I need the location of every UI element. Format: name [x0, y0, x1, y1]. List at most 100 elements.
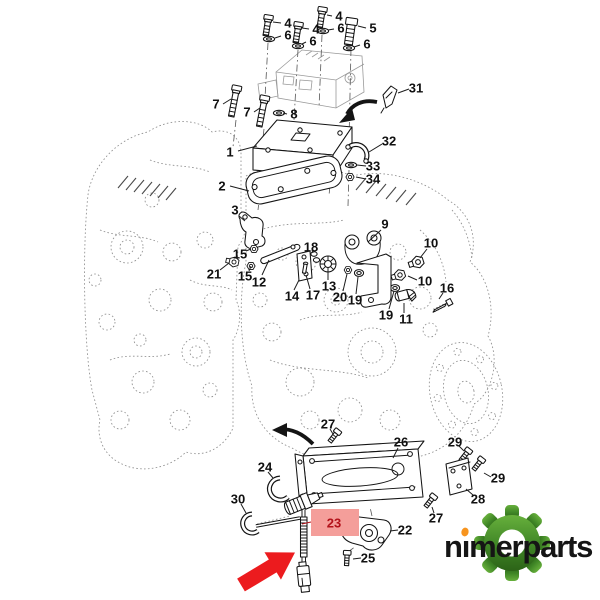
callout-19: 19 [379, 308, 393, 323]
leader-line-16 [438, 292, 444, 300]
leader-line-2 [229, 185, 250, 192]
logo-text: nımerparts [444, 529, 592, 564]
logo-i-dot [461, 527, 469, 537]
callout-8: 8 [290, 107, 297, 122]
callout-4: 4 [312, 22, 320, 37]
curved-arrow-top-icon [339, 99, 378, 123]
part-clamp-32 [345, 142, 370, 164]
callout-15: 15 [233, 247, 247, 262]
callout-21: 21 [207, 267, 221, 282]
callout-4: 4 [284, 16, 292, 31]
callout-9: 9 [381, 217, 388, 232]
part-nut-34 [345, 172, 355, 182]
callout-7: 7 [212, 97, 219, 112]
callout-7: 7 [243, 105, 250, 120]
hatch-band-center [355, 177, 417, 206]
leader-line-20 [342, 273, 348, 292]
callout-1: 1 [226, 145, 233, 160]
leader-line-6 [274, 35, 282, 39]
leader-line-28 [465, 488, 474, 496]
leader-line-26 [392, 447, 399, 459]
part-bolt-7a [225, 84, 243, 118]
leader-line-12 [261, 259, 270, 276]
leader-line-29 [483, 472, 492, 478]
exploded-parts [224, 5, 487, 593]
leader-line-30 [240, 503, 247, 514]
callout-26: 26 [394, 435, 408, 450]
callout-16: 16 [440, 281, 454, 296]
callout-24: 24 [258, 460, 273, 475]
part-bolt-7b [253, 94, 271, 128]
callout-22: 22 [398, 523, 412, 538]
callout-6: 6 [284, 28, 291, 43]
part-bolt-4b [290, 20, 305, 44]
leader-line-8 [282, 112, 288, 115]
callout-6: 6 [309, 34, 316, 49]
leader-line-27 [329, 428, 334, 435]
callout-15: 15 [238, 269, 252, 284]
callout-29: 29 [448, 435, 462, 450]
callout-13: 13 [322, 279, 336, 294]
part-plate-28 [445, 457, 473, 496]
part-plug-10b [389, 267, 407, 284]
callout-34: 34 [366, 172, 381, 187]
part-bolt-27b [422, 492, 439, 510]
leader-line-23 [301, 521, 312, 525]
part-tool-31 [380, 85, 398, 114]
part-washer-6d [342, 44, 356, 52]
callout-10: 10 [418, 274, 432, 289]
leader-line-15 [245, 248, 252, 252]
logo: nımerparts [444, 505, 593, 581]
part-bracket-3 [238, 211, 266, 250]
leader-line-1 [237, 145, 258, 152]
leader-line-6 [327, 28, 335, 31]
leader-line-33 [356, 164, 367, 167]
callout-27: 27 [429, 511, 443, 526]
leader-line-19 [388, 290, 395, 310]
leader-line-4 [272, 21, 282, 24]
leader-line-21 [219, 262, 230, 271]
part-screw-25 [342, 549, 352, 567]
callout-19: 19 [348, 293, 362, 308]
leader-line-34 [355, 176, 367, 180]
part-washer-6a [262, 35, 276, 43]
callout-2: 2 [218, 179, 225, 194]
callout-18: 18 [304, 240, 318, 255]
highlight-box [311, 509, 359, 536]
part-screw-29b [470, 455, 487, 473]
leader-line-19 [355, 276, 359, 295]
callout-6: 6 [337, 21, 344, 36]
part-sensor-23 [283, 492, 324, 593]
part-nut-15a [249, 244, 259, 254]
callout-31: 31 [409, 81, 423, 96]
part-washer-33 [344, 161, 358, 169]
part-elbow-11 [394, 288, 417, 302]
part-bolt-4a [260, 13, 275, 37]
part-bracket-9 [344, 230, 392, 308]
callout-30: 30 [231, 492, 245, 507]
red-arrow-icon [237, 552, 296, 592]
callout-17: 17 [306, 288, 320, 303]
callout-27: 27 [321, 417, 335, 432]
callout-14: 14 [285, 289, 300, 304]
leader-line-24 [267, 471, 274, 479]
part-washer-8 [272, 109, 286, 117]
part-ring-19b [389, 284, 401, 292]
callout-29: 29 [491, 471, 505, 486]
part-washer-6b [291, 42, 305, 50]
callout-25: 25 [361, 551, 375, 566]
transmission-line-art [240, 165, 504, 466]
leader-line-14 [293, 279, 300, 291]
callout-5: 5 [369, 21, 376, 36]
part-clip-24 [267, 475, 290, 503]
leader-line-10 [419, 248, 428, 259]
gear-icon [474, 505, 550, 581]
leader-line-27 [431, 506, 435, 514]
leader-line-4 [301, 27, 310, 30]
callout-6: 6 [363, 37, 370, 52]
callout-28: 28 [471, 492, 485, 507]
leader-line-5 [357, 25, 367, 29]
